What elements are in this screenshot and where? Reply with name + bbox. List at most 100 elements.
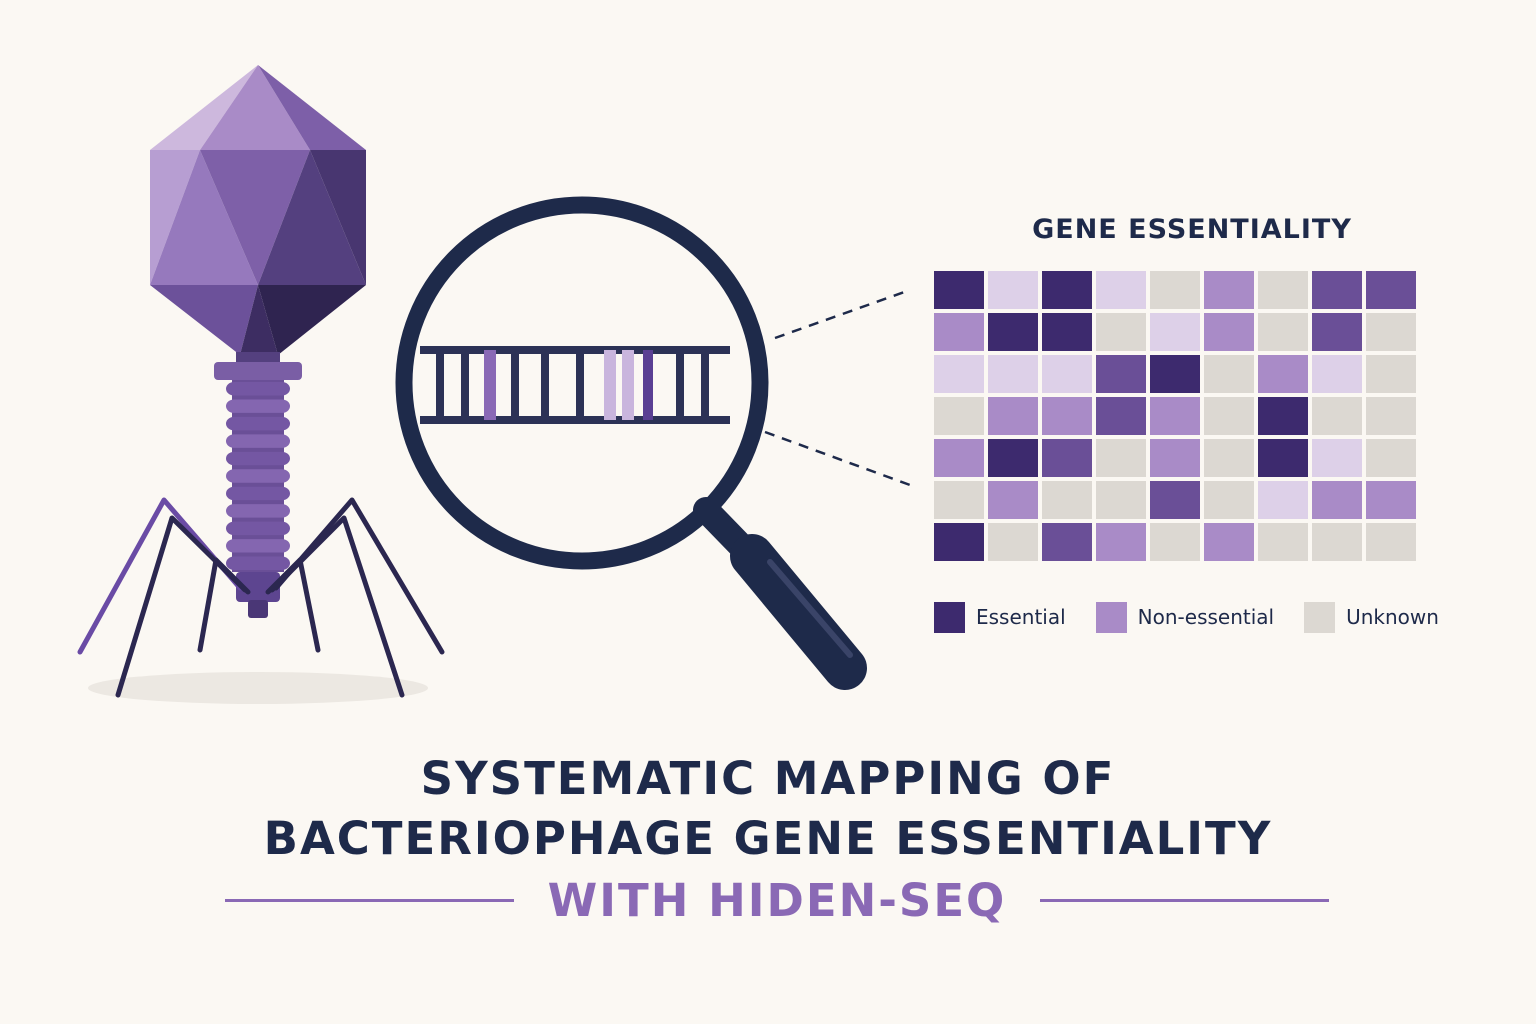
capsid-face-top-center (200, 65, 310, 150)
magnifier-handle-highlight (767, 559, 853, 658)
legend-swatch-unknown (1304, 601, 1336, 633)
capsid-face-middle-right (258, 150, 366, 285)
heatmap-cell (1042, 271, 1092, 309)
heatmap-cell (1312, 313, 1362, 351)
heatmap-cell (1312, 439, 1362, 477)
heatmap-cell (1312, 271, 1362, 309)
tail-fiber (269, 515, 405, 698)
capsid-face-top-right (258, 65, 366, 150)
heatmap-cell (1366, 481, 1416, 519)
heatmap-cell (1204, 397, 1254, 435)
heatmap-cell (1150, 481, 1200, 519)
heatmap-cell (1096, 481, 1146, 519)
heatmap-cell (1258, 271, 1308, 309)
capsid-face-middle-left (150, 150, 258, 285)
tail-ring (226, 539, 290, 553)
heatmap-cell (1312, 355, 1362, 393)
heatmap-cell (988, 439, 1038, 477)
heatmap-cell (988, 397, 1038, 435)
tail-fibers (77, 497, 445, 698)
dna-ladder (420, 346, 730, 424)
bacteriophage-illustration (77, 65, 445, 704)
heatmap-cell (1258, 397, 1308, 435)
zoom-connector-top (774, 288, 911, 340)
heatmap-cell (1042, 523, 1092, 561)
tail-fiber (265, 557, 321, 653)
gene-essentiality-heatmap (934, 271, 1416, 561)
heatmap-cell (1366, 355, 1416, 393)
legend-item-unknown: Unknown (1304, 601, 1439, 633)
heatmap-cell (988, 271, 1038, 309)
heatmap-cell (1312, 481, 1362, 519)
heatmap-cell (1096, 271, 1146, 309)
tail-fiber (77, 497, 243, 655)
heatmap-cell (934, 397, 984, 435)
heatmap-cell (1042, 439, 1092, 477)
phage-baseplate (236, 572, 280, 602)
legend-label-unknown: Unknown (1346, 605, 1439, 629)
heatmap-cell (1366, 397, 1416, 435)
capsid-face-top-left (150, 65, 258, 150)
capsid-face-upper-right (310, 150, 366, 285)
magnifier-handle (730, 534, 867, 690)
heatmap-cell (934, 271, 984, 309)
heatmap-cell (1096, 355, 1146, 393)
page-subtitle: WITH HIDEN-SEQ (547, 873, 1007, 927)
heatmap-cell (1204, 355, 1254, 393)
tail-ring (226, 382, 290, 396)
heatmap-cell (1096, 523, 1146, 561)
heatmap-cell (1312, 523, 1362, 561)
magnifier-lens-ring (395, 196, 769, 570)
heatmap-cell (1258, 355, 1308, 393)
heatmap-legend: Essential Non-essential Unknown (934, 600, 1469, 634)
heatmap-title: GENE ESSENTIALITY (1032, 214, 1352, 245)
heatmap-cell (1204, 271, 1254, 309)
subtitle-rule-right (1040, 898, 1329, 902)
heatmap-cell (1204, 523, 1254, 561)
tail-ring (226, 469, 290, 483)
heatmap-cell (988, 313, 1038, 351)
heatmap-cell (988, 481, 1038, 519)
phage-shadow (88, 672, 428, 704)
heatmap-cell (1366, 271, 1416, 309)
heatmap-cell (934, 355, 984, 393)
tail-ring (226, 521, 290, 536)
capsid-face-middle-center (200, 150, 310, 285)
heatmap-cell (1096, 439, 1146, 477)
heatmap-cell (934, 481, 984, 519)
heatmap-cell (934, 439, 984, 477)
legend-swatch-essential (934, 601, 965, 633)
heatmap-cell (1258, 481, 1308, 519)
magnifier-illustration (395, 196, 867, 690)
heatmap-cell (1042, 397, 1092, 435)
subtitle-rule-left (225, 898, 514, 902)
heatmap-cell (1258, 313, 1308, 351)
legend-item-non-essential: Non-essential (1095, 601, 1274, 633)
heatmap-cell (1150, 355, 1200, 393)
heatmap-cell (1042, 355, 1092, 393)
capsid-face-bottom-right (258, 285, 366, 355)
phage-collar (214, 362, 302, 380)
heatmap-cell (1366, 439, 1416, 477)
heatmap-cell (1150, 271, 1200, 309)
heatmap-cell (1150, 313, 1200, 351)
heatmap-cell (1096, 397, 1146, 435)
heatmap-cell (988, 355, 1038, 393)
tail-ring (226, 504, 290, 518)
heatmap-cell (988, 523, 1038, 561)
page-title-line-2: BACTERIOPHAGE GENE ESSENTIALITY (263, 812, 1273, 865)
phage-tail-tip (248, 600, 268, 618)
tail-ring (226, 556, 290, 570)
zoom-connector-bottom (764, 430, 911, 487)
heatmap-cell (1204, 481, 1254, 519)
tail-ring (226, 434, 290, 448)
heatmap-cell (1150, 523, 1200, 561)
heatmap-cell (1204, 439, 1254, 477)
subtitle-row: WITH HIDEN-SEQ (225, 868, 1329, 932)
legend-item-essential: Essential (934, 601, 1066, 633)
tail-fiber (197, 557, 251, 653)
heatmap-cell (1150, 439, 1200, 477)
heatmap-cell (1042, 481, 1092, 519)
capsid-face-bottom-left (150, 285, 258, 355)
